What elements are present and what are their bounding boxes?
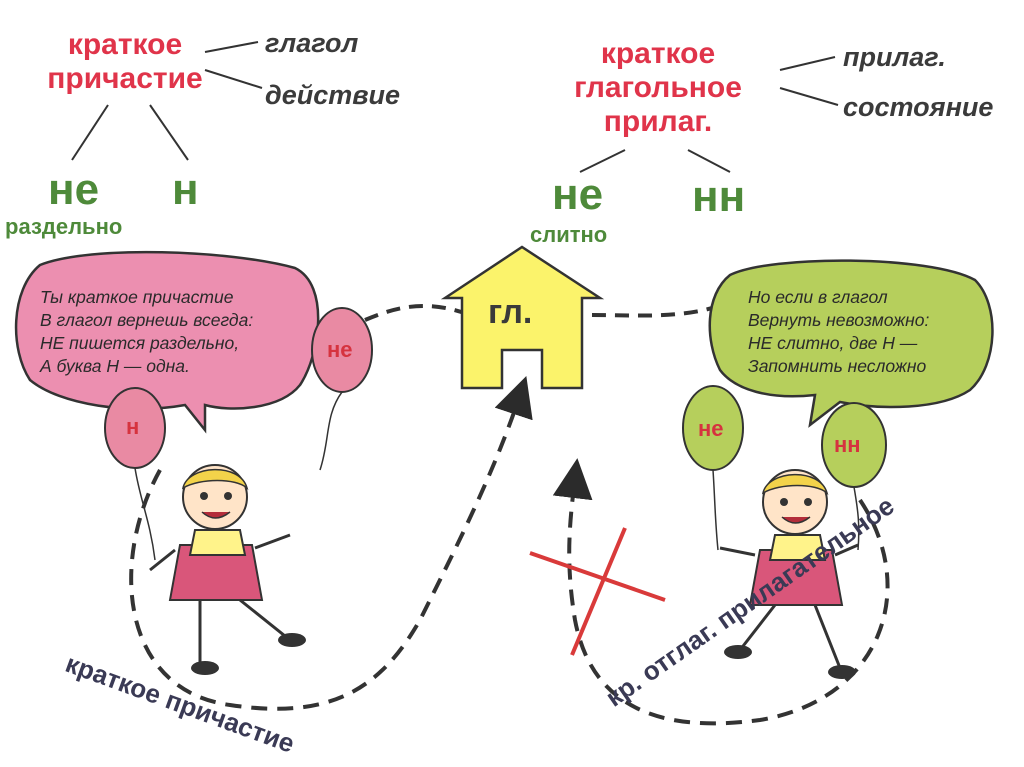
left-bubble-line2: В глагол вернешь всегда: <box>40 310 254 330</box>
right-feature-1: прилаг. <box>843 42 946 72</box>
left-connector-glagol <box>204 41 259 53</box>
left-term-line1: краткое <box>67 28 183 61</box>
left-ne-mode: раздельно <box>5 214 123 239</box>
balloon-left-ne <box>311 307 373 471</box>
left-speech-bubble <box>14 250 320 434</box>
right-ne-mode: слитно <box>530 222 608 247</box>
left-term-line2: причастие <box>47 62 203 95</box>
balloon-right-nn-label: нн <box>834 432 861 457</box>
left-particle-ne: не <box>48 165 100 214</box>
left-bubble-line3: НЕ пишется раздельно, <box>40 333 240 353</box>
house-label: гл. <box>488 293 533 331</box>
balloon-right-ne <box>682 385 744 551</box>
balloon-right-nn <box>821 402 887 551</box>
child-right <box>719 469 859 679</box>
right-branch-ne <box>579 149 626 173</box>
right-term-line1: краткое <box>600 37 716 70</box>
left-bubble-line4: А буква Н — одна. <box>40 356 190 376</box>
left-branch-ne <box>71 104 109 161</box>
balloon-left-n <box>104 387 166 561</box>
left-bubble-line1: Ты краткое причастие <box>40 287 234 307</box>
path-to-house-left <box>364 304 471 322</box>
right-connector-sostoyanie <box>779 87 839 106</box>
left-particle-n: н <box>172 165 199 214</box>
left-branch-n <box>149 104 189 161</box>
child-left <box>149 464 306 675</box>
left-feature-2: действие <box>265 80 401 110</box>
right-bubble-line2: Вернуть невозможно: <box>748 310 930 330</box>
right-connector-prilag <box>779 56 836 71</box>
balloon-right-ne-label: не <box>698 416 724 441</box>
right-particle-ne: не <box>552 170 604 219</box>
right-bubble-line1: Но если в глагол <box>748 287 888 307</box>
right-particle-nn: нн <box>692 172 746 221</box>
right-branch-nn <box>687 149 731 173</box>
right-speech-bubble <box>708 259 994 428</box>
right-bubble-line3: НЕ слитно, две Н — <box>748 333 918 353</box>
right-term-line3: прилаг. <box>603 105 713 138</box>
balloon-left-n-label: н <box>126 414 140 439</box>
house <box>440 245 605 390</box>
right-term: краткое глагольное прилаг. <box>548 37 768 139</box>
cross-out-mark <box>529 527 666 656</box>
right-term-line2: глагольное <box>574 71 742 104</box>
right-bubble-line4: Запомнить несложно <box>748 356 927 376</box>
left-loop-path <box>129 376 533 711</box>
left-connector-deystvie <box>204 69 263 89</box>
balloon-left-ne-label: не <box>327 337 353 362</box>
left-bubble-text: Ты краткое причастие В глагол вернешь вс… <box>40 286 253 378</box>
right-feature-2: состояние <box>843 92 994 122</box>
left-term: краткое причастие <box>40 28 210 96</box>
right-bubble-text: Но если в глагол Вернуть невозможно: НЕ … <box>748 286 929 378</box>
left-feature-1: глагол <box>265 28 359 58</box>
